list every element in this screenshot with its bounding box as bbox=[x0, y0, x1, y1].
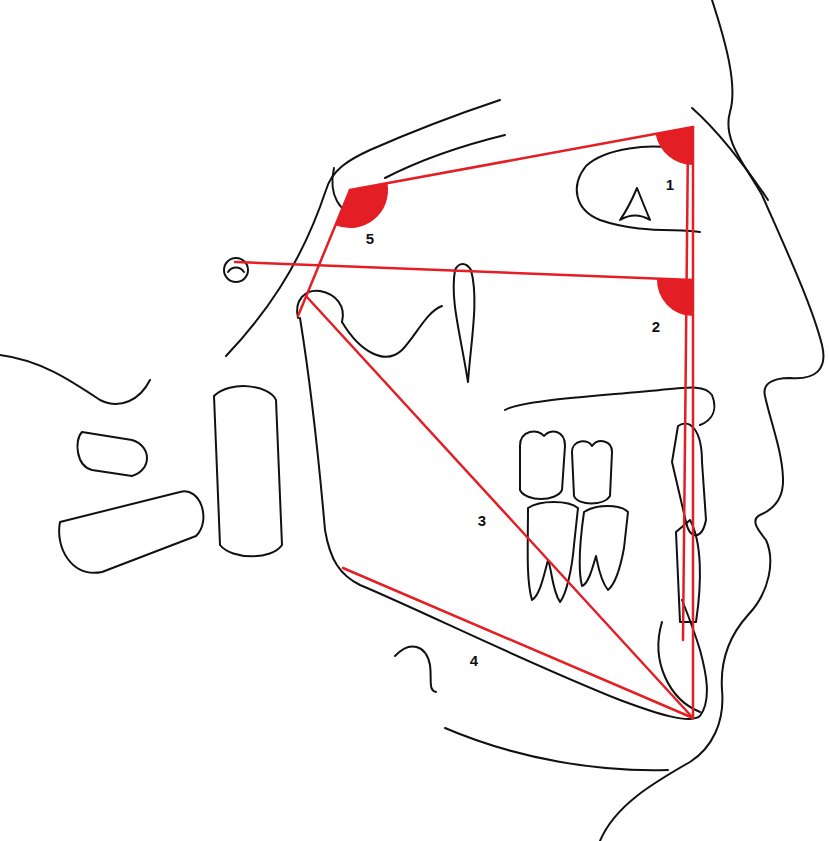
cranial-base bbox=[226, 100, 500, 356]
nasion-incisor-line bbox=[683, 140, 688, 640]
reference-lines bbox=[235, 127, 693, 718]
nasion-perpendicular bbox=[692, 127, 695, 718]
callout-number: 2 bbox=[652, 319, 660, 334]
soft-tissue-profile bbox=[600, 0, 823, 841]
atlas bbox=[77, 432, 147, 476]
callout-number: 1 bbox=[666, 177, 674, 192]
pterygoid-plate bbox=[454, 264, 475, 382]
axis bbox=[214, 386, 282, 556]
occiput bbox=[0, 355, 150, 404]
palate bbox=[505, 388, 714, 425]
sella-nasion-line bbox=[350, 127, 693, 190]
lower-incisor bbox=[676, 520, 700, 622]
submandibular-soft-tissue bbox=[445, 728, 668, 770]
lower-molar bbox=[580, 506, 628, 590]
hyoid bbox=[395, 646, 436, 692]
sigmoid-notch bbox=[342, 306, 442, 357]
frankfort-horizontal bbox=[235, 262, 693, 280]
callout-number: 3 bbox=[478, 513, 486, 528]
callout-number: 5 bbox=[366, 231, 374, 246]
upper-molar bbox=[572, 441, 612, 503]
nasal-bone bbox=[692, 108, 768, 200]
upper-incisor bbox=[672, 424, 706, 536]
callout-number: 4 bbox=[470, 653, 478, 668]
cervical-vertebra bbox=[59, 491, 203, 572]
angle-sectors bbox=[336, 127, 693, 316]
condyle bbox=[297, 291, 343, 322]
ear-rod-inner bbox=[228, 268, 244, 273]
mandible bbox=[300, 318, 707, 719]
mandibular-plane-line bbox=[343, 568, 693, 718]
pterygomaxillary-fissure bbox=[620, 188, 650, 220]
condylion-gnathion-line bbox=[306, 296, 693, 718]
upper-molar bbox=[520, 431, 565, 499]
lower-molar bbox=[528, 502, 578, 602]
